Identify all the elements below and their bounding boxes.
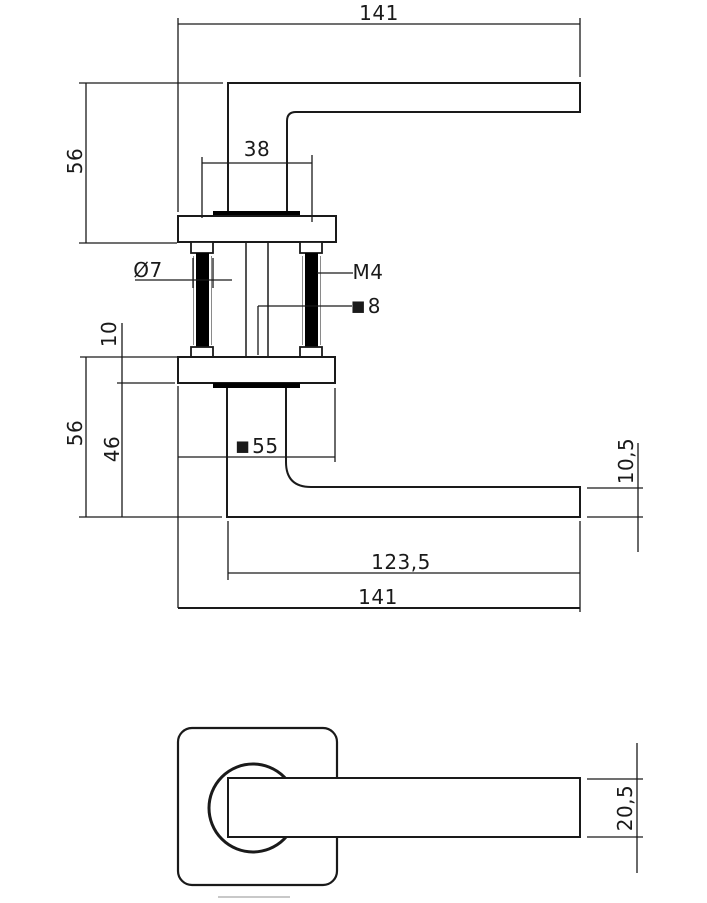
dim-value: 55	[252, 434, 279, 458]
dim-value: 123,5	[371, 550, 431, 574]
dim-label-rose-thickness: 10	[97, 304, 121, 364]
dim-value: 56	[63, 147, 87, 175]
dim-label-total-length-bottom: 141	[328, 586, 428, 608]
right-nut-upper	[299, 241, 323, 254]
dim-label-inner-height: 46	[100, 419, 124, 479]
dim-value: 8	[367, 294, 381, 318]
dim-label-lever-thickness-side: 10,5	[614, 421, 638, 501]
dim-value: 56	[63, 419, 87, 447]
lower-lever-outline	[226, 388, 581, 518]
dim-value: 141	[358, 585, 398, 609]
lower-rose-section	[177, 356, 336, 384]
dimension-lines	[79, 18, 643, 898]
dim-value: 20,5	[613, 784, 637, 832]
left-nut-lower	[190, 346, 214, 358]
dim-value: M4	[352, 260, 384, 284]
dim-label-lever-length: 123,5	[351, 551, 451, 573]
right-nut-lower	[299, 346, 323, 358]
dim-label-lever-width-front: 20,5	[613, 768, 637, 848]
dim-label-neck-plate-width: 38	[217, 138, 297, 160]
dim-label-rose-width: ■55	[217, 435, 297, 457]
left-threaded-rod	[196, 253, 209, 348]
upper-neck-flange	[213, 211, 300, 216]
left-nut-upper	[190, 241, 214, 254]
front-view-handle	[176, 726, 581, 887]
dim-value: 141	[359, 1, 399, 25]
dim-label-spindle-size: ■8	[326, 295, 406, 317]
diameter-symbol-and-value: Ø7	[133, 258, 163, 282]
dim-label-bolt-thread: M4	[328, 261, 408, 283]
right-threaded-rod	[305, 253, 318, 348]
dim-label-height-upper: 56	[63, 131, 87, 191]
dim-label-bolt-diameter: Ø7	[108, 259, 188, 281]
dim-value: 10,5	[614, 437, 638, 485]
dim-value: 38	[243, 137, 271, 161]
dim-value: 10	[97, 320, 121, 348]
upper-rose-section	[177, 215, 337, 243]
upper-lever-outline	[227, 82, 581, 211]
square-section-icon: ■	[351, 297, 366, 315]
dim-value: 46	[100, 435, 124, 463]
front-lever-bar	[227, 777, 581, 838]
dim-label-total-length-top: 141	[329, 1, 429, 25]
dim-label-height-lower: 56	[63, 403, 87, 463]
lower-neck-flange	[213, 383, 300, 388]
square-section-icon: ■	[235, 437, 251, 455]
